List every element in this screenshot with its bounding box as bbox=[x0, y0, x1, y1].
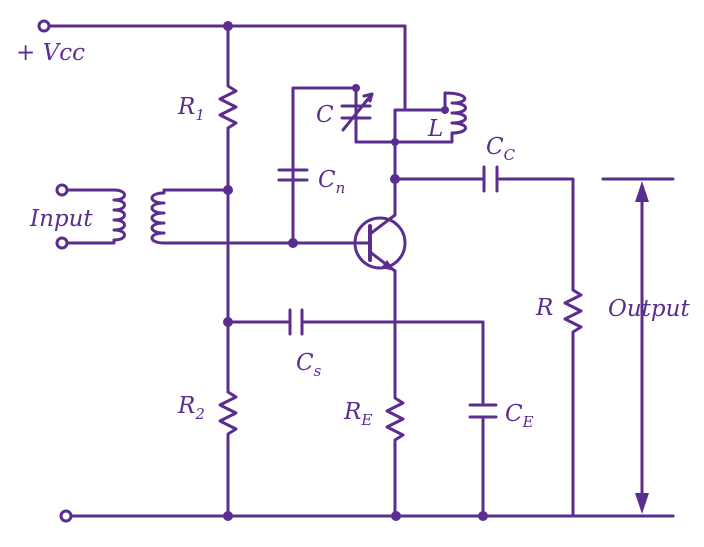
r1-label: R1 bbox=[177, 94, 205, 124]
emitter-capacitor-ce bbox=[468, 403, 498, 518]
vcc-rail bbox=[37, 19, 407, 144]
input-terminal-top bbox=[55, 183, 69, 197]
l-label: L bbox=[427, 116, 443, 142]
ground-rail bbox=[59, 509, 675, 523]
r1-resistor bbox=[218, 24, 238, 192]
input-label: Input bbox=[29, 206, 93, 232]
r-label: R bbox=[535, 295, 553, 321]
c-label: C bbox=[316, 102, 334, 128]
vcc-label: + Vcc bbox=[16, 40, 85, 66]
output-arrow bbox=[601, 177, 675, 518]
bypass-capacitor-cs bbox=[226, 308, 485, 407]
re-label: RE bbox=[343, 399, 372, 429]
ground-terminal bbox=[59, 509, 73, 523]
cc-label: CC bbox=[486, 134, 516, 164]
cs-label: Cs bbox=[296, 350, 322, 380]
output-label: Output bbox=[608, 296, 690, 322]
r2-label: R2 bbox=[177, 393, 205, 423]
tuning-capacitor-c bbox=[340, 86, 374, 144]
bias-divider-line bbox=[218, 185, 238, 518]
ce-label: CE bbox=[505, 401, 534, 431]
cn-label: Cn bbox=[318, 167, 345, 197]
input-transformer bbox=[55, 183, 360, 250]
neutralizing-capacitor-cn bbox=[277, 168, 309, 182]
collector-line bbox=[390, 140, 583, 518]
transistor bbox=[353, 213, 407, 518]
vcc-terminal bbox=[37, 19, 51, 33]
input-terminal-bottom bbox=[55, 236, 69, 250]
tank-inductor-l bbox=[393, 91, 467, 144]
